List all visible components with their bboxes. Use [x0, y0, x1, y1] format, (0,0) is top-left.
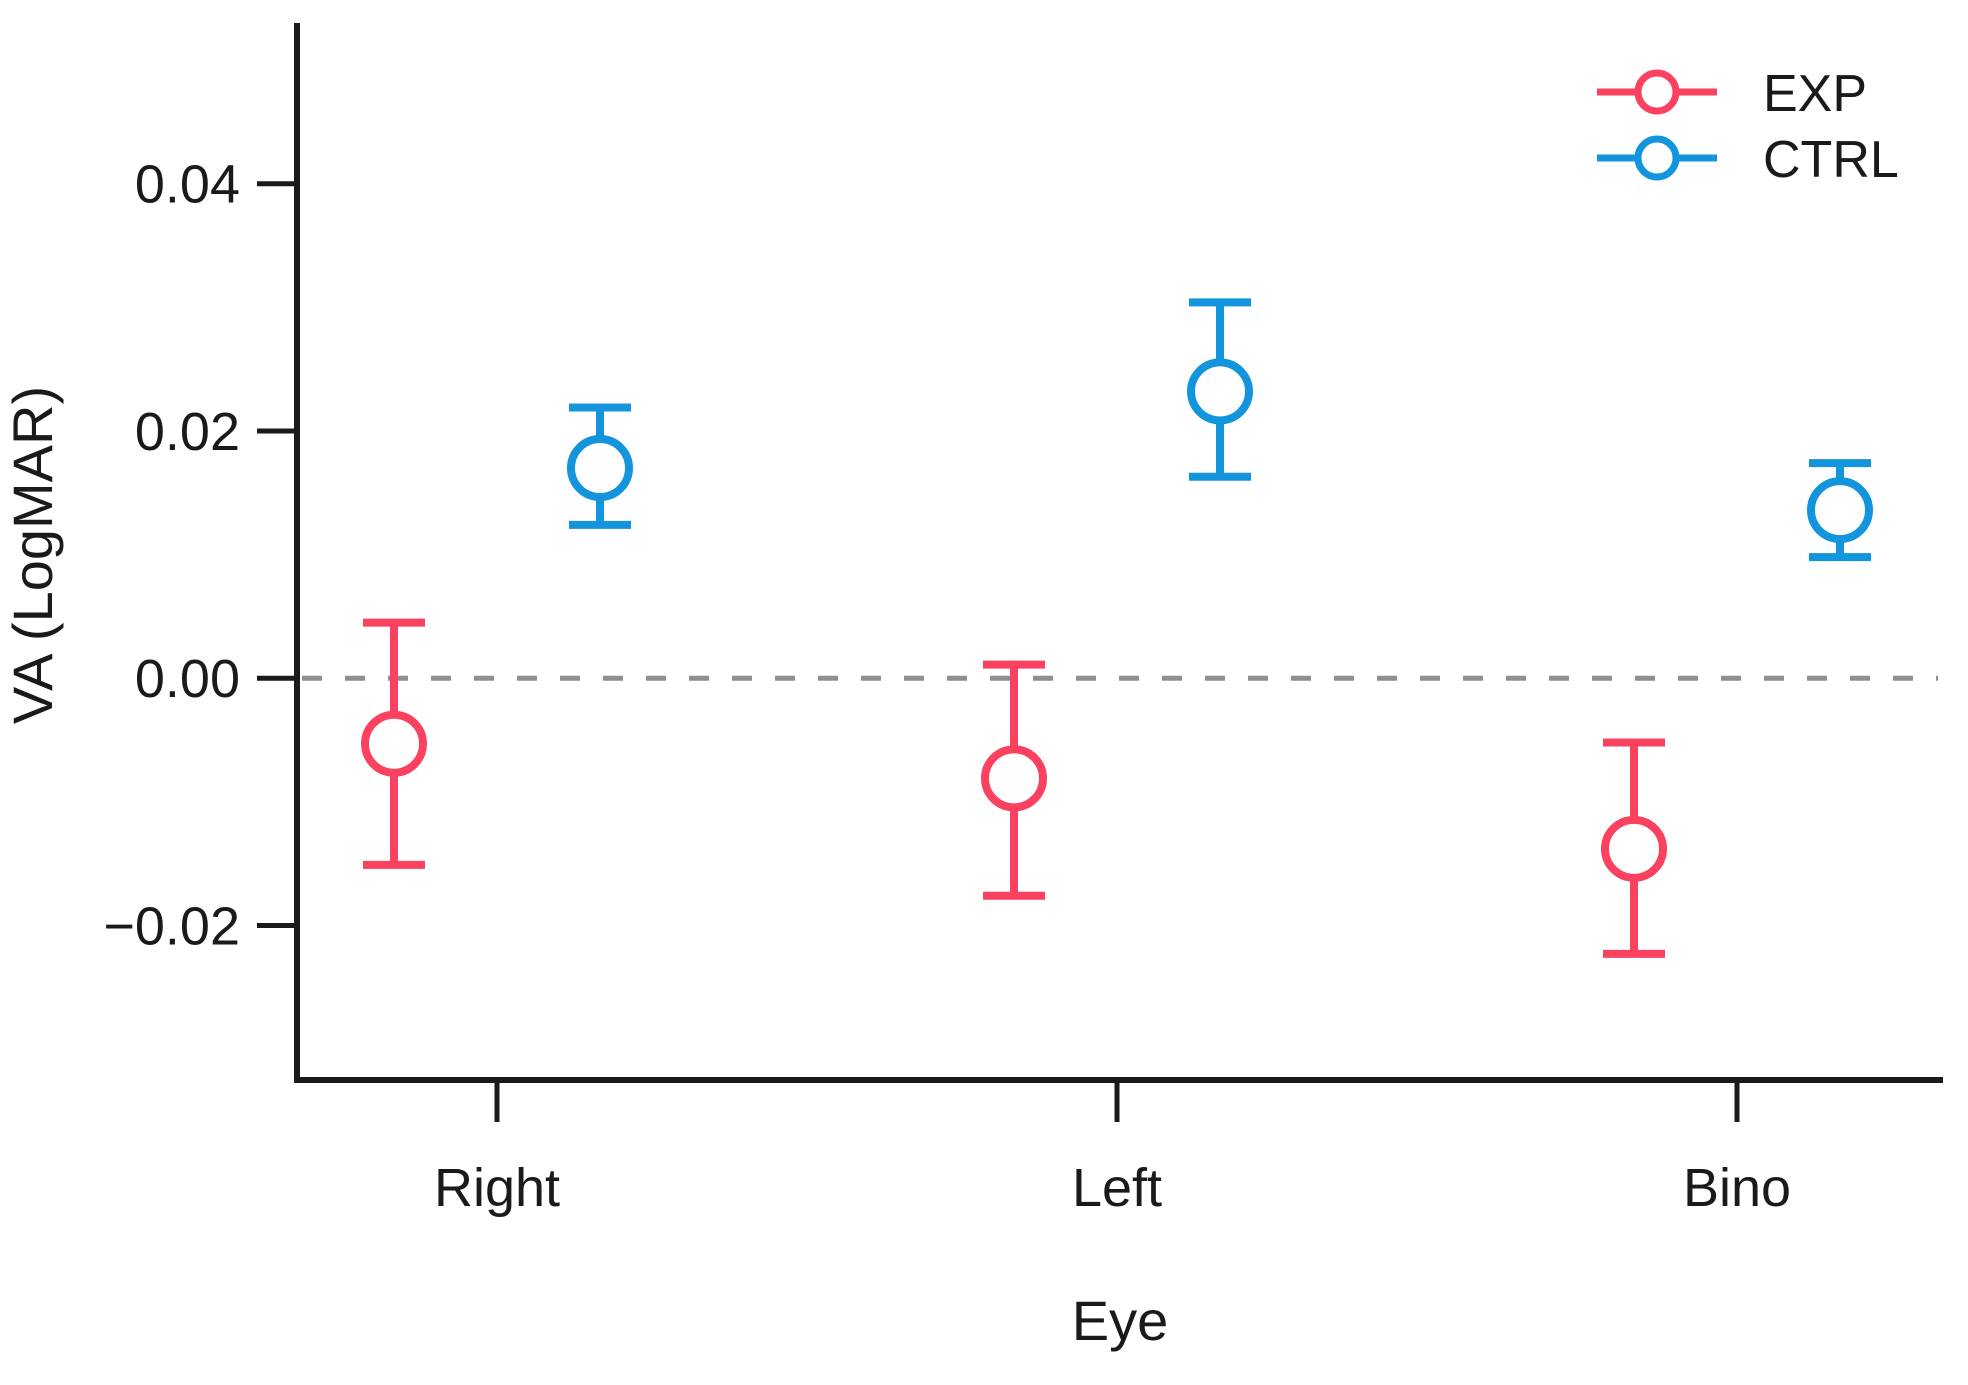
- legend-entry-ctrl: CTRL: [1597, 131, 1899, 189]
- point-marker-icon: [1187, 358, 1253, 425]
- y-axis-title: VA (LogMAR): [1, 386, 64, 724]
- x-tick-label-bino: Bino: [1683, 1158, 1791, 1218]
- legend-marker-icon: [1634, 69, 1680, 115]
- point-marker-icon: [1601, 815, 1667, 882]
- point-marker-icon: [361, 710, 427, 777]
- y-tick-label: 0.02: [135, 402, 240, 462]
- x-axis-title: Eye: [1072, 1289, 1169, 1352]
- legend-label-exp: EXP: [1763, 65, 1867, 123]
- point-exp-bino: [1601, 738, 1667, 958]
- point-ctrl-left: [1187, 298, 1253, 481]
- point-ctrl-right: [567, 403, 633, 529]
- legend-entry-exp: EXP: [1597, 65, 1867, 123]
- point-ctrl-bino: [1807, 459, 1873, 562]
- x-tick-label-right: Right: [434, 1158, 560, 1218]
- x-tick-label-left: Left: [1072, 1158, 1162, 1218]
- legend-marker-icon: [1634, 135, 1680, 181]
- point-exp-left: [981, 660, 1047, 900]
- point-marker-icon: [1807, 477, 1873, 544]
- legend-label-ctrl: CTRL: [1763, 131, 1899, 189]
- point-exp-right: [361, 618, 427, 869]
- legend: EXP CTRL: [1597, 65, 1899, 189]
- series-ctrl: [567, 298, 1873, 562]
- points-layer: [361, 298, 1873, 958]
- point-marker-icon: [981, 745, 1047, 812]
- point-marker-icon: [567, 435, 633, 502]
- y-tick-label: −0.02: [103, 896, 240, 956]
- y-tick-label: 0.04: [135, 155, 240, 215]
- y-tick-label: 0.00: [135, 649, 240, 709]
- series-exp: [361, 618, 1667, 958]
